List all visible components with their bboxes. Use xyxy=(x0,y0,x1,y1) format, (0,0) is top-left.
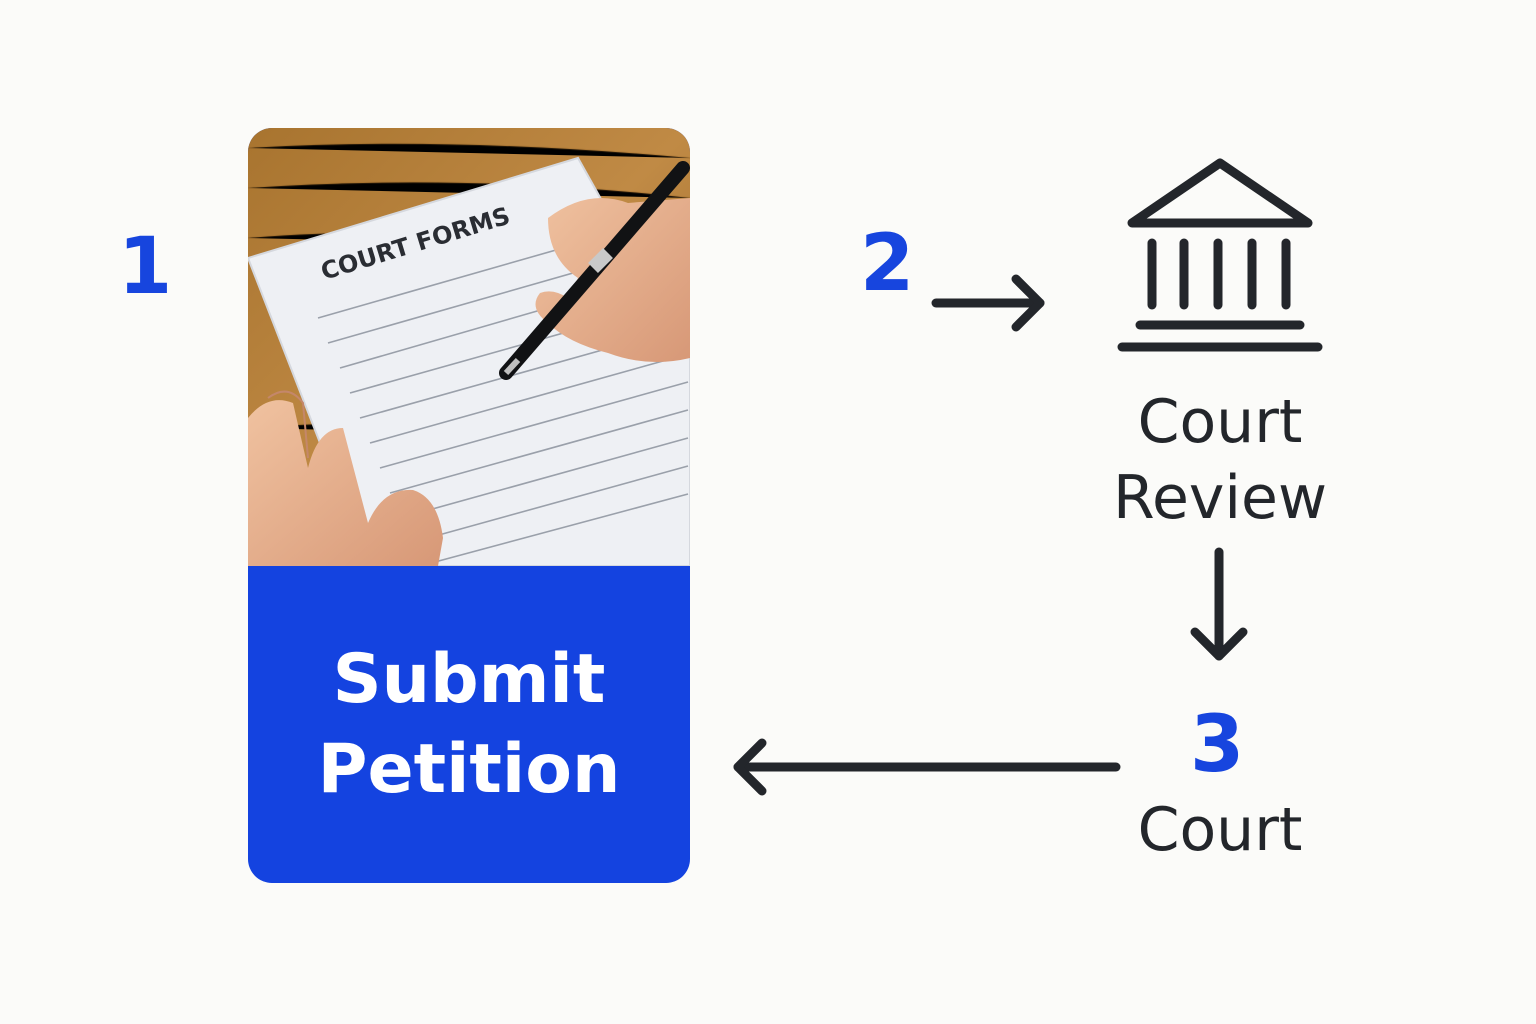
step-1-label-line-2: Petition xyxy=(317,729,621,809)
step-2-label-line-2: Review xyxy=(1112,463,1328,533)
step-1-number: 1 xyxy=(118,222,173,312)
step-1-label: Submit Petition xyxy=(248,566,690,883)
step-2-label-line-1: Court xyxy=(1137,387,1303,457)
right-hand-with-pen xyxy=(499,161,690,380)
step-2-label: Court Review xyxy=(1070,384,1370,536)
court-forms-photo: COURT FORMS xyxy=(248,128,690,566)
step-3-label-line-1: Court xyxy=(1137,795,1303,865)
courthouse-icon xyxy=(1117,158,1323,352)
arrow-down-icon xyxy=(1190,547,1248,661)
arrow-left-icon xyxy=(733,738,1121,796)
step-3-label: Court xyxy=(1070,792,1370,868)
step-1-label-line-1: Submit xyxy=(332,639,606,719)
step-3-number: 3 xyxy=(1190,700,1245,790)
left-hand xyxy=(248,390,443,566)
step-1-card: COURT FORMS Submit Pet xyxy=(248,128,690,883)
arrow-right-icon xyxy=(931,274,1045,332)
step-2-number: 2 xyxy=(860,219,915,309)
